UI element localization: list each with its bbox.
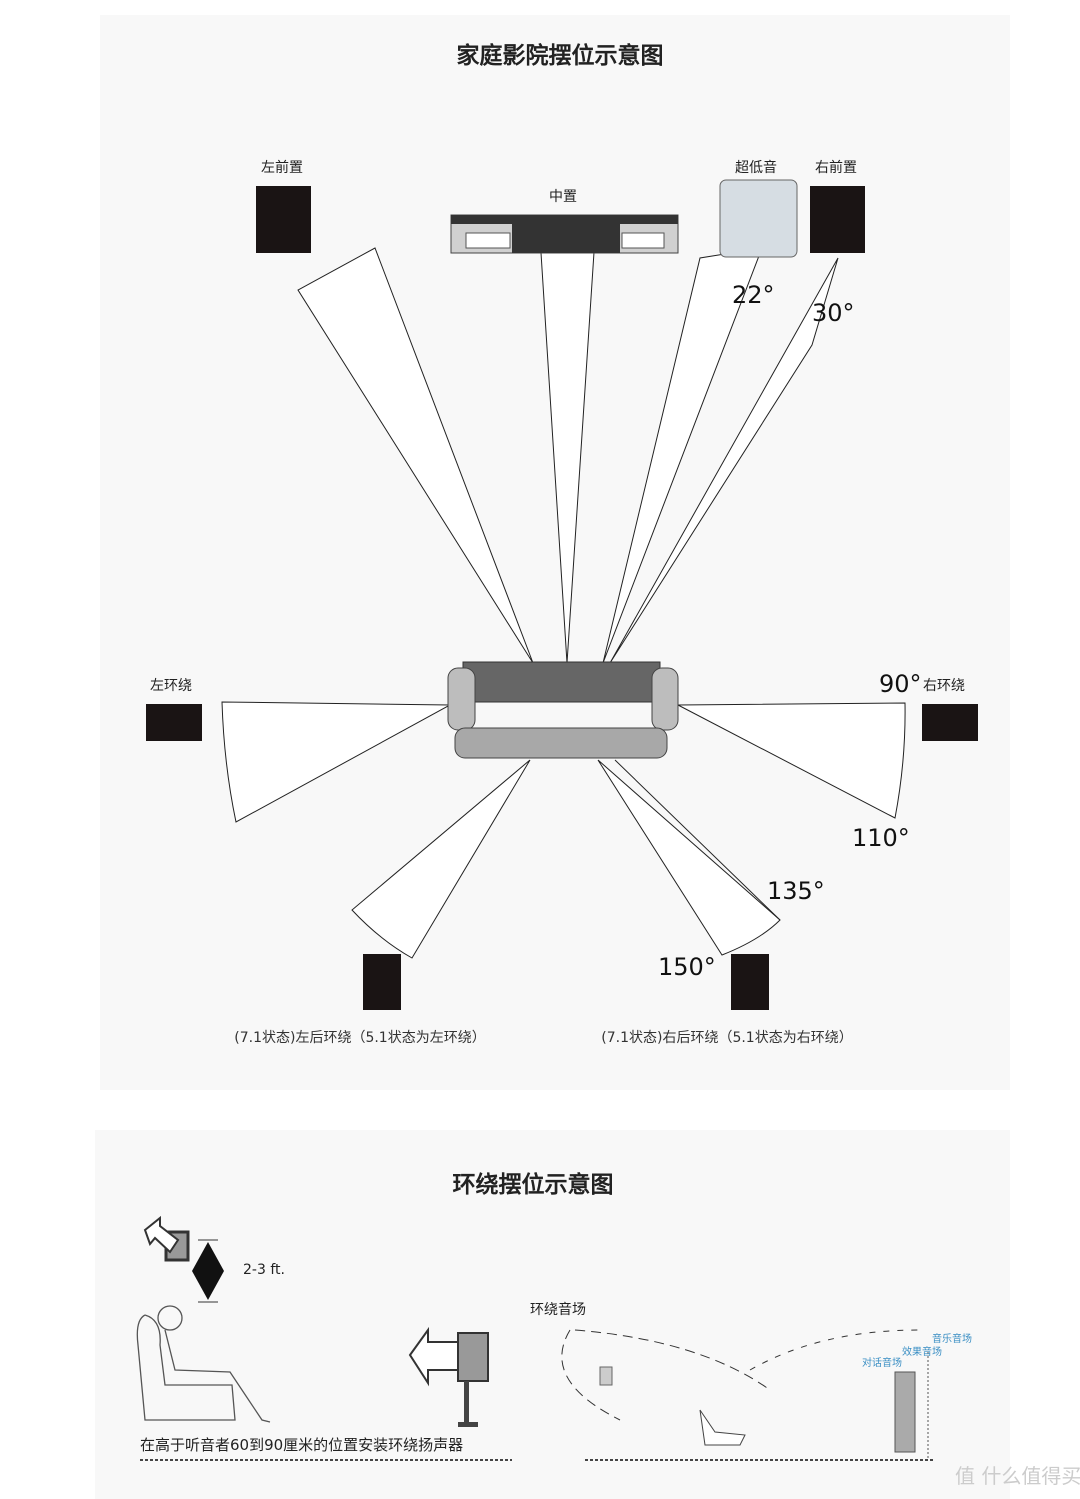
label-rear-right: (7.1状态)右后环绕（5.1状态为右环绕） — [601, 1030, 852, 1046]
listener-in-chair-icon — [136, 1305, 271, 1423]
label-front-right: 右前置 — [815, 159, 857, 176]
rear-right-speaker — [731, 954, 769, 1010]
center-speaker — [450, 214, 679, 254]
label-rear-left: (7.1状态)左后环绕（5.1状态为左环绕） — [234, 1030, 485, 1046]
angle-30: 30° — [812, 299, 855, 327]
top-title: 家庭影院摆位示意图 — [457, 42, 664, 69]
label-surround-right: 右环绕 — [923, 678, 965, 694]
height-note: 2-3 ft. — [243, 1262, 285, 1278]
surround-left-speaker — [146, 704, 202, 741]
bottom-title: 环绕摆位示意图 — [453, 1171, 614, 1198]
surround-right-speaker — [922, 704, 978, 741]
angle-150: 150° — [658, 953, 716, 981]
floor-speaker-icon — [408, 1326, 489, 1427]
couch — [447, 661, 679, 759]
beams — [221, 236, 906, 959]
bottom-panel — [95, 1130, 1010, 1499]
angle-135: 135° — [767, 877, 825, 905]
sound-field-diagram — [561, 1329, 935, 1461]
music-field-label: 音乐音场 — [932, 1332, 972, 1345]
dialog-field-label: 对话音场 — [862, 1356, 902, 1369]
label-subwoofer: 超低音 — [735, 159, 777, 176]
height-arrow-icon — [192, 1239, 224, 1303]
angle-22: 22° — [732, 281, 775, 309]
top-panel — [100, 15, 1010, 1090]
rear-left-speaker — [363, 954, 401, 1010]
angle-110: 110° — [852, 824, 910, 852]
surround-field-label: 环绕音场 — [530, 1301, 586, 1318]
beam-rear-right — [597, 759, 781, 956]
effects-field-label: 效果音场 — [902, 1345, 942, 1358]
beam-surround-right — [677, 702, 906, 819]
wall-speaker-icon — [143, 1215, 190, 1262]
beam-front-left — [297, 247, 534, 664]
beam-surround-left — [221, 701, 452, 823]
label-front-left: 左前置 — [261, 159, 303, 176]
front-right-speaker — [810, 186, 865, 253]
front-left-speaker — [256, 186, 311, 253]
bottom-caption: 在高于听音者60到90厘米的位置安装环绕扬声器 — [140, 1436, 463, 1454]
label-center: 中置 — [549, 189, 577, 205]
beam-rear-left — [351, 759, 531, 959]
watermark: 值 什么值得买 — [955, 1464, 1080, 1488]
angle-90: 90° — [879, 670, 922, 698]
beam-front-right — [609, 257, 839, 664]
label-surround-left: 左环绕 — [150, 678, 192, 694]
subwoofer — [719, 179, 798, 258]
